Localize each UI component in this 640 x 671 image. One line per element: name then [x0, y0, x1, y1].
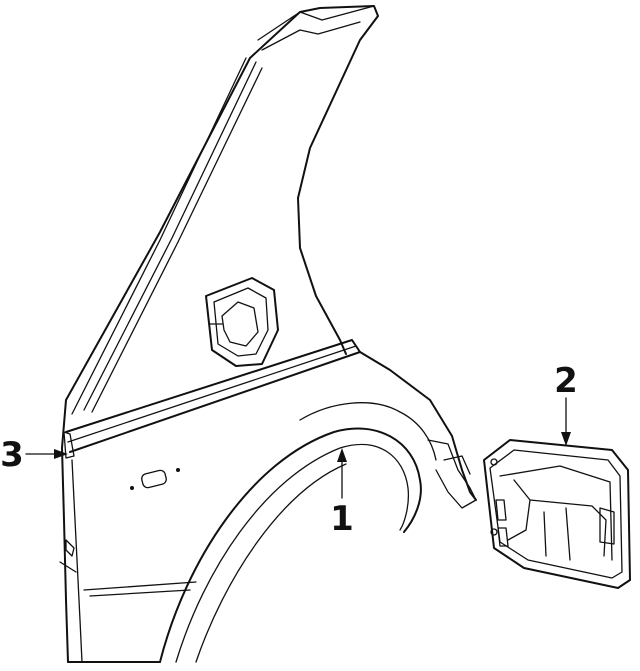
callout-1-label: 1 — [330, 499, 354, 539]
callout-2: 2 — [554, 361, 578, 446]
callout-3: 3 — [0, 435, 68, 475]
callout-1: 1 — [330, 448, 354, 539]
callout-1-arrow-icon — [337, 448, 347, 462]
quarter-panel — [59, 5, 477, 663]
callout-3-label: 3 — [0, 435, 24, 475]
callout-2-arrow-icon — [561, 432, 571, 446]
fuel-filler-housing — [483, 439, 631, 589]
callout-2-label: 2 — [554, 361, 578, 401]
callout-3-arrow-icon — [54, 449, 68, 459]
